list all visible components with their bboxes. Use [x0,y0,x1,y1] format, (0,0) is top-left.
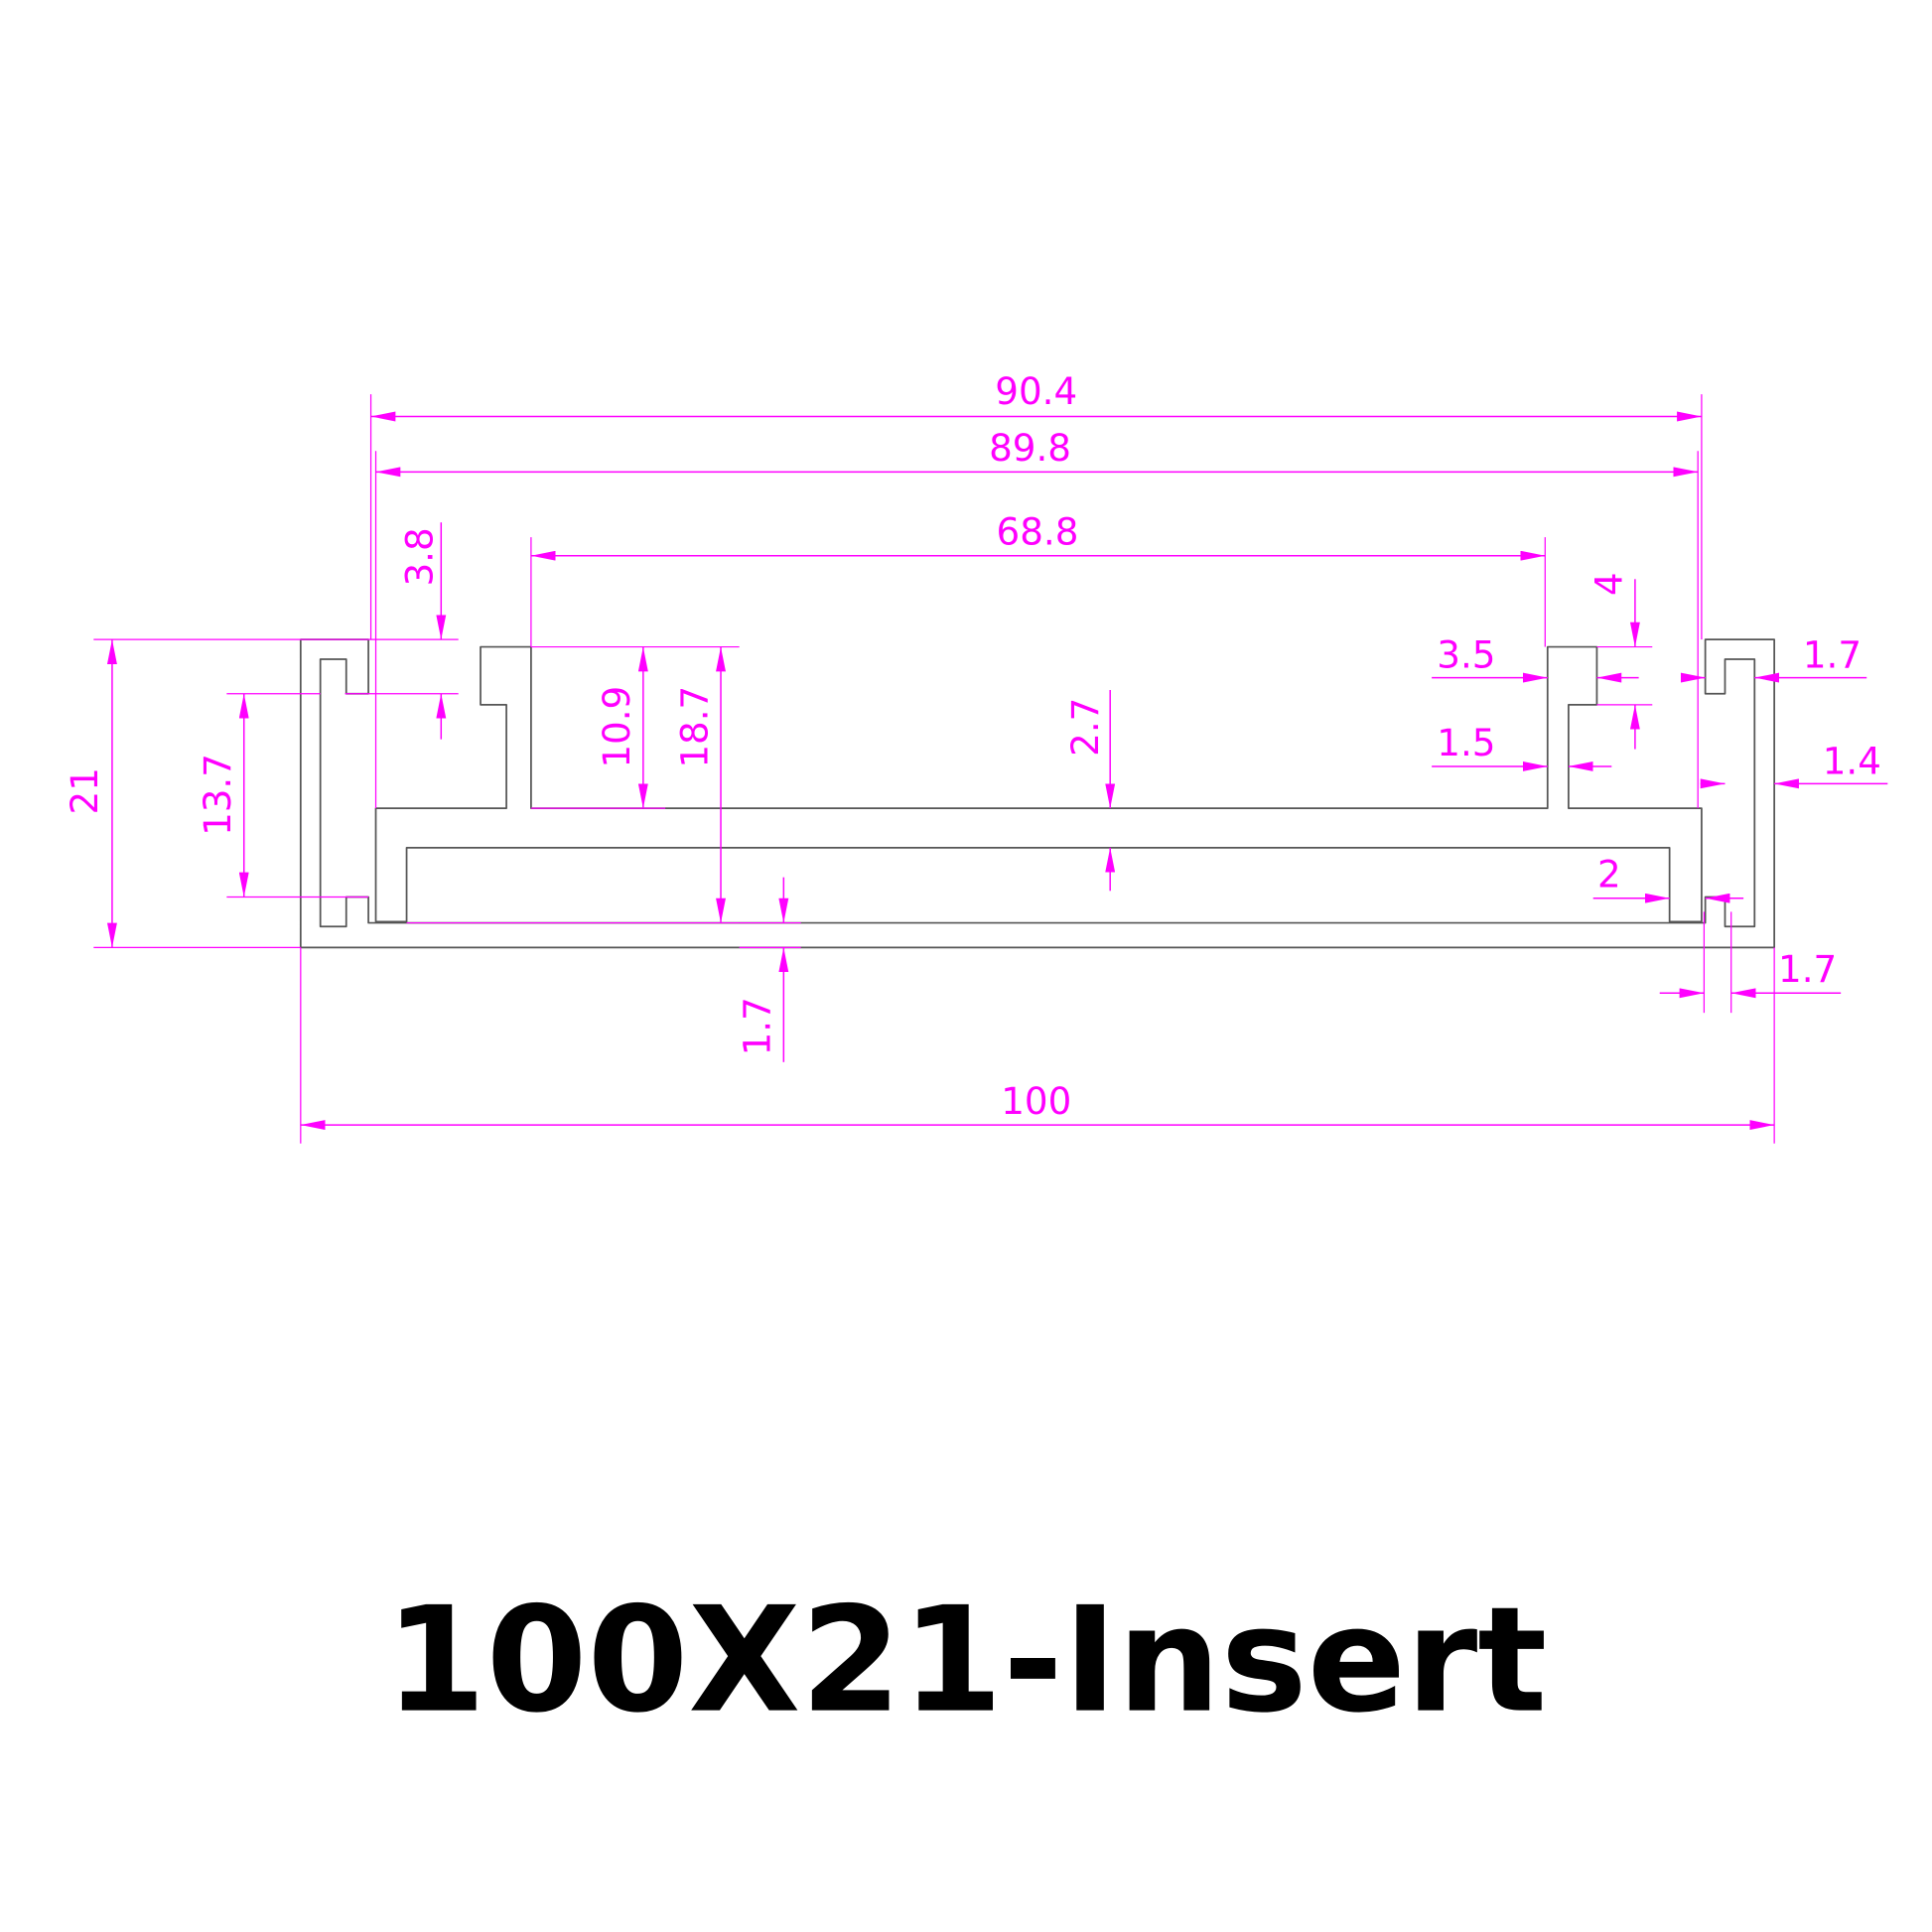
dimension-13-7: 13.7 [196,693,369,898]
dimension-1-5: 1.5 [1432,721,1612,771]
dimension-68-8: 68.8 [530,510,1546,647]
dimension-label: 1.4 [1823,739,1881,782]
dimension-1-4: 1.4 [1700,739,1888,789]
dimension-label: 13.7 [196,754,239,836]
dimension-label: 3.5 [1437,633,1495,677]
dimension-100: 100 [300,947,1775,1144]
dimension-label: 4 [1587,572,1630,596]
dimension-1-7-lip: 1.7 [1680,633,1867,683]
dimension-label: 21 [63,767,106,814]
page-title: 100X21-Insert [385,1576,1548,1745]
dimension-label: 1.5 [1437,721,1495,764]
dimension-label: 89.8 [989,426,1071,470]
dimension-2-7: 2.7 [1063,690,1116,892]
dimension-label: 100 [1001,1079,1071,1123]
dimension-21: 21 [63,639,301,949]
dimension-10-9: 10.9 [530,645,740,809]
dimension-label: 2 [1597,853,1621,897]
dimension-4: 4 [1587,572,1653,750]
dimension-90-4: 90.4 [369,369,1703,640]
dimension-label: 10.9 [595,686,638,768]
dimension-3-5: 3.5 [1432,633,1639,683]
dimension-1-7-base: 1.7 [736,877,801,1062]
dimension-label: 90.4 [995,369,1077,413]
insert-profile [374,645,1703,923]
dimension-label: 1.7 [1778,947,1837,991]
dimension-1-7-slot: 1.7 [1659,911,1842,1014]
dimension-label: 3.8 [398,527,442,586]
dimension-2: 2 [1592,853,1744,903]
dimension-label: 2.7 [1063,698,1107,757]
outer-frame-profile [299,638,1776,949]
dimension-89-8: 89.8 [374,426,1699,809]
dimension-label: 1.7 [736,997,779,1055]
dimension-label: 1.7 [1803,633,1862,677]
dimension-3-8: 3.8 [93,522,459,740]
dimension-18-7: 18.7 [406,646,740,924]
dimension-label: 68.8 [997,510,1079,554]
dimension-label: 18.7 [672,686,716,768]
